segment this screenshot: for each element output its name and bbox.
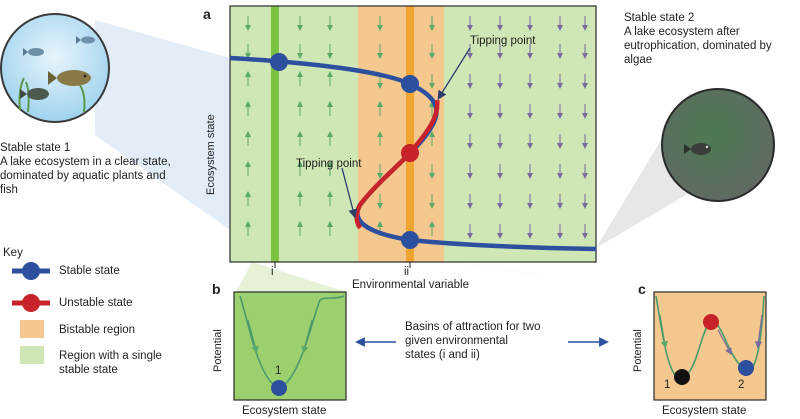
panel-b-ball-label: 1 xyxy=(275,365,282,377)
panel-b-ylabel: Potential xyxy=(212,329,224,372)
stable-state-2-line2: eutrophication, dominated by xyxy=(624,40,772,52)
condition-i-bar xyxy=(271,6,279,262)
fish-large-icon xyxy=(48,70,91,86)
projection-cone-left xyxy=(95,20,230,230)
key-single-swatch xyxy=(20,346,44,364)
panel-b-potential-curve xyxy=(239,295,345,389)
bistable-region xyxy=(358,6,444,262)
tick-label-ii: ii xyxy=(404,266,410,278)
stable-state-1-line2: dominated by aquatic plants and xyxy=(0,170,166,182)
stable-state-2-line1: A lake ecosystem after xyxy=(624,26,740,38)
panel-c-plot xyxy=(653,291,767,401)
tipping-point-upper-label: Tipping point xyxy=(470,35,536,47)
tipping-point-lower-label: Tipping point xyxy=(296,158,362,170)
stable-state-1-line3: fish xyxy=(0,184,18,196)
key-unstable-label: Unstable state xyxy=(59,297,133,309)
tipping-pointer-lower xyxy=(341,167,358,219)
panel-b-plot xyxy=(233,291,347,401)
condition-ii-bar xyxy=(406,6,414,262)
panel-c-ball1-label: 1 xyxy=(664,379,671,391)
panel-b-ball-1 xyxy=(271,380,287,396)
key-stable-dot xyxy=(22,262,40,280)
basins-line1: Basins of attraction for two xyxy=(405,321,541,333)
panel-c-ball-2 xyxy=(738,360,754,376)
key-bistable-label: Bistable region xyxy=(59,324,136,336)
panel-c-xlabel: Ecosystem state xyxy=(662,405,747,417)
panel-b-xlabel: Ecosystem state xyxy=(242,405,327,417)
panel-a-letter: a xyxy=(203,6,211,22)
stable-state-1-title: Stable state 1 xyxy=(0,142,71,154)
projection-cone-orange xyxy=(445,262,660,290)
projection-cone-green xyxy=(236,262,346,292)
fish-bass-icon xyxy=(20,88,49,100)
fish-small-icon-2 xyxy=(76,36,95,44)
key-bistable-swatch xyxy=(20,320,44,338)
stable-state-1-line1: A lake ecosystem in a clear state, xyxy=(0,156,171,168)
stable-state-point-ii-lower xyxy=(401,231,419,249)
flow-arrows xyxy=(245,16,588,239)
key-symbols xyxy=(12,262,50,364)
fish-small-icon xyxy=(23,48,44,56)
lake-eutrophic-illustration xyxy=(661,88,775,202)
panel-c-ball-1 xyxy=(674,369,690,385)
stable-state-point-i xyxy=(270,53,288,71)
panel-c-letter: c xyxy=(638,281,646,297)
stable-state-2-line3: algae xyxy=(624,54,653,66)
basins-line3: states (i and ii) xyxy=(405,349,480,361)
tipping-pointer-upper xyxy=(437,47,471,100)
tick-label-i: i xyxy=(271,266,274,278)
fish-icon xyxy=(684,143,711,155)
key-unstable-dot xyxy=(22,294,40,312)
key-title: Key xyxy=(3,247,23,259)
panel-b-frame xyxy=(233,291,347,401)
key-stable-label: Stable state xyxy=(59,265,120,277)
main-xlabel: Environmental variable xyxy=(352,279,469,291)
stable-state-point-ii-upper xyxy=(401,75,419,93)
stable-state-2-title: Stable state 2 xyxy=(624,12,695,24)
lake-clear-illustration xyxy=(0,13,110,123)
main-ylabel: Ecosystem state xyxy=(205,114,217,195)
panel-c-unstable-ball xyxy=(703,314,719,330)
key-single-label-2: stable state xyxy=(59,364,118,376)
basins-line2: given environmental xyxy=(405,335,508,347)
panel-b-letter: b xyxy=(212,281,221,297)
main-plot xyxy=(229,5,597,268)
panel-c-ball2-label: 2 xyxy=(738,379,745,391)
unstable-state-point-ii xyxy=(401,144,419,162)
plot-frame xyxy=(229,5,597,263)
panel-c-frame xyxy=(653,291,767,401)
panel-c-ylabel: Potential xyxy=(632,329,644,372)
key-single-label: Region with a single xyxy=(59,350,162,362)
